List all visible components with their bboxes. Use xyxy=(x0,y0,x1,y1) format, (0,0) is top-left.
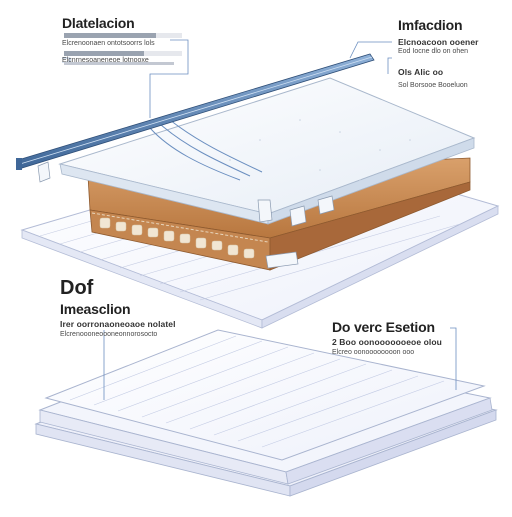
mid-right-line-1: 2 Boo oonooooooeoe olou xyxy=(332,337,442,347)
bottom-sheet-stack xyxy=(34,329,498,497)
top-right-title: Imfacdion xyxy=(398,17,463,33)
leader-lines xyxy=(62,39,457,400)
top-left-title: Dlatelacion xyxy=(62,15,135,31)
mid-left-line-2: Elcrenoooneoooneonnorosocto xyxy=(60,331,158,338)
top-right-line-2: Eod Iocne dlo on ohen xyxy=(398,48,469,55)
rail-icon xyxy=(16,53,375,170)
top-right-line-3: Ols Alic oo xyxy=(398,67,444,77)
mid-left-line-1: Irer oorronaoneoaoe nolatel xyxy=(60,319,176,329)
mid-left-title: Imeasclion xyxy=(60,301,131,317)
top-left-line-1: Elcrenoonaen ontotsoorrs lols xyxy=(62,40,155,47)
mid-right-line-2: Elcreo oonoooooooon ooo xyxy=(332,349,415,356)
top-right-line-1: Elcnoacoon ooener xyxy=(398,37,479,47)
top-right-line-4: Sol Borsooe Booeluon xyxy=(398,82,468,89)
top-left-line-2: Elcnrnesoaneneoe lotnooxe xyxy=(62,57,149,64)
clip-icon xyxy=(37,161,335,269)
mid-left-big-label: Dof xyxy=(60,277,94,299)
top-left-line-marks xyxy=(64,33,182,65)
mid-right-title: Do verc Esetion xyxy=(332,319,435,335)
